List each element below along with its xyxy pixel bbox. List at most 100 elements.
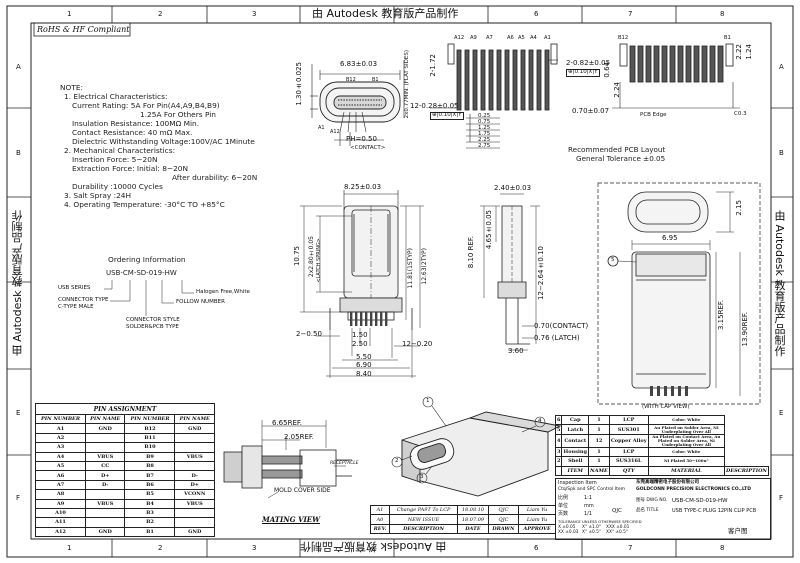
revision-cell: Change PA9T To LCP [388,504,459,516]
pin-label-a5: A5 [518,35,525,41]
pcb-dim-172: 2-1.72 [429,54,437,77]
bom-header-cell [554,465,563,476]
revision-cell: Liam Yu [518,504,556,516]
col-1-top: 1 [67,10,72,18]
pin-number-cell: A3 [35,442,86,453]
sheet-label: 页数 [558,511,569,517]
customer-label: 客户图 [728,527,748,535]
col-8-bottom: 8 [720,544,725,552]
side-dim-1263: 12.63(2TYP) [421,248,428,285]
revision-header-cell: REV. [370,523,390,535]
ordering-title: Ordering Information [108,255,186,264]
note-line: 2. Mechanical Characteristics: [64,146,176,155]
pin-number-cell: B6 [124,479,176,491]
general-tolerance-label: General Tolerance ±0.05 [576,154,666,163]
cap-dim-1390: 13.90REF. [741,312,749,347]
pin-name-cell [84,442,126,453]
pin-name-cell [174,460,215,472]
profile-dim-810: 8.10 REF. [467,236,475,269]
pin-label-a1: A1 [544,35,551,41]
revision-cell: 18.07.09 [457,514,489,525]
pin-label-a4: A4 [530,35,537,41]
pin-number-cell: A9 [35,498,86,509]
bom-material-cell: LCP [608,414,649,426]
col-3-bottom: 3 [252,544,257,552]
pcb-tol-1: ⊕|0.10|X|Y [566,69,600,77]
pin-number-cell: B9 [124,451,176,462]
row-f-left: F [16,494,21,502]
pin-name-cell: VBUS [84,451,126,462]
profile-top-dim: 2.40±0.03 [494,184,532,192]
profile-contact-dim: 0.70(CONTACT) [534,322,589,330]
pin-name-cell: VCONN [174,489,215,500]
side-dim-020: 12−0.20 [402,340,433,348]
pcb-edge-label: PCB Edge [640,112,667,118]
profile-bottom-dim: 3.60 [508,347,524,355]
top-watermark: 由 Autodesk 教育版产品制作 [312,7,459,20]
pin-label-a7: A7 [486,35,493,41]
bom-material-cell: SUS301 [608,424,649,435]
bom-description-cell: Au Plated on Contact Area, Au Plated on … [647,433,726,448]
profile-dim-465: 4.65±0.05 [485,210,493,250]
company-cn: 东莞高端精密电子股份有限公司 [636,480,699,485]
row-f-right: F [779,494,784,502]
sheet-value: 1/1 [584,511,593,517]
cap-view-label: (WITH CAP VIEW) [642,404,690,410]
revision-header-cell: DRAWN [487,523,520,535]
ang-3: XX° ±0.5° [606,530,628,535]
bom-description-cell: Color: White [647,414,726,426]
cap-dim-215: 2.15 [735,200,743,216]
bom-qty-cell: 12 [588,433,610,448]
ratio-label: 比例 [558,495,569,501]
halogen-label: Halogen Free,White [196,289,250,295]
side-view-drawing [300,190,424,378]
contact-label: <CONTACT> [350,145,386,151]
side-dim-690: 6.90 [356,361,372,369]
ordering-code: USB-CM-SD-019-HW [106,269,177,277]
pin-number-cell: B1 [124,526,176,538]
pcb-dim-082: 2-0.82±0.05 [566,59,611,67]
bom-qty-cell: 1 [588,414,610,426]
front-b12-label: B12 [346,77,356,83]
revision-header-cell: DATE [457,523,489,535]
company-en: GOLDCONN PRECISION ELECTRONICS CO.,LTD [636,487,751,492]
pin-name-cell [174,432,215,444]
pin-number-cell: B10 [124,442,176,453]
iso-balloon-1: 1 [426,398,430,404]
title-block: Inspection Item Ctq/Spk and SPC Control … [555,478,771,540]
pin-name-cell: GND [84,423,126,434]
cap-balloon: 5 [611,257,615,263]
iso-balloon-2: 2 [395,458,399,464]
note-line: Extraction Force: Initial: 8~20N [72,164,189,173]
footprint-drawing [430,43,558,149]
pin-name-cell: D- [84,479,126,491]
inspection-item: Inspection Item [558,480,597,486]
note-line: Insertion Force: 5~20N [72,155,158,164]
pin-name-cell [174,517,215,528]
pitch-dim: PH=0.50 [346,135,377,143]
pin-name-cell: D+ [84,470,126,481]
pin-name-cell: GND [84,526,126,538]
front-height-dim: 1.30±0.025 [295,62,303,106]
pin-assignment-title: PIN ASSIGNMENT [35,403,215,415]
stack-dim: 2.25 [478,137,491,143]
stack-dim: 1.25 [478,125,491,131]
note-line: 1. Electrical Characteristics: [64,92,168,101]
pcb-layout-drawing [612,43,740,109]
bom-header-cell: DESCRIPTION [724,465,769,476]
connector-type-label: CONNECTOR TYPE [58,297,109,303]
side-dim-1075: 10.75 [293,246,301,267]
profile-view-drawing [480,193,540,351]
front-b1-label: B1 [372,77,379,83]
